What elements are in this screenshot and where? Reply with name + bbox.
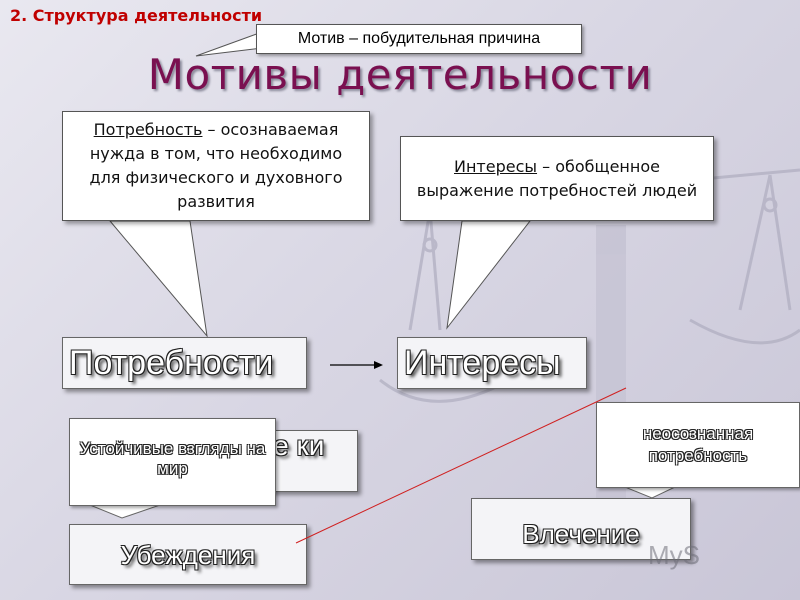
callout-need-definition: Потребность – осознаваемая нужда в том, … (62, 111, 370, 221)
page-title: Мотивы деятельности (147, 50, 653, 99)
interest-definition-text: – обобщенное выражение потребностей люде… (416, 156, 698, 200)
need-term: Потребность (93, 120, 203, 139)
beliefs-box: Убеждения (69, 524, 307, 585)
need-definition-text: – осознаваемая нужда в том, что необходи… (89, 120, 343, 211)
motive-note: Мотив – побудительная причина (256, 24, 582, 54)
section-heading: 2. Структура деятельности (10, 6, 263, 25)
interest-term: Интересы (454, 156, 538, 176)
callout-interest-definition: Интересы – обобщенное выражение потребно… (400, 136, 714, 221)
callout-beliefs-definition: Устойчивые взгляды на мир (69, 418, 276, 506)
interests-box: Интересы (397, 337, 587, 389)
needs-box: Потребности (62, 337, 307, 389)
watermark-logo: MyS (648, 540, 700, 570)
callout-drive-definition: неосознанная потребность (596, 402, 800, 488)
